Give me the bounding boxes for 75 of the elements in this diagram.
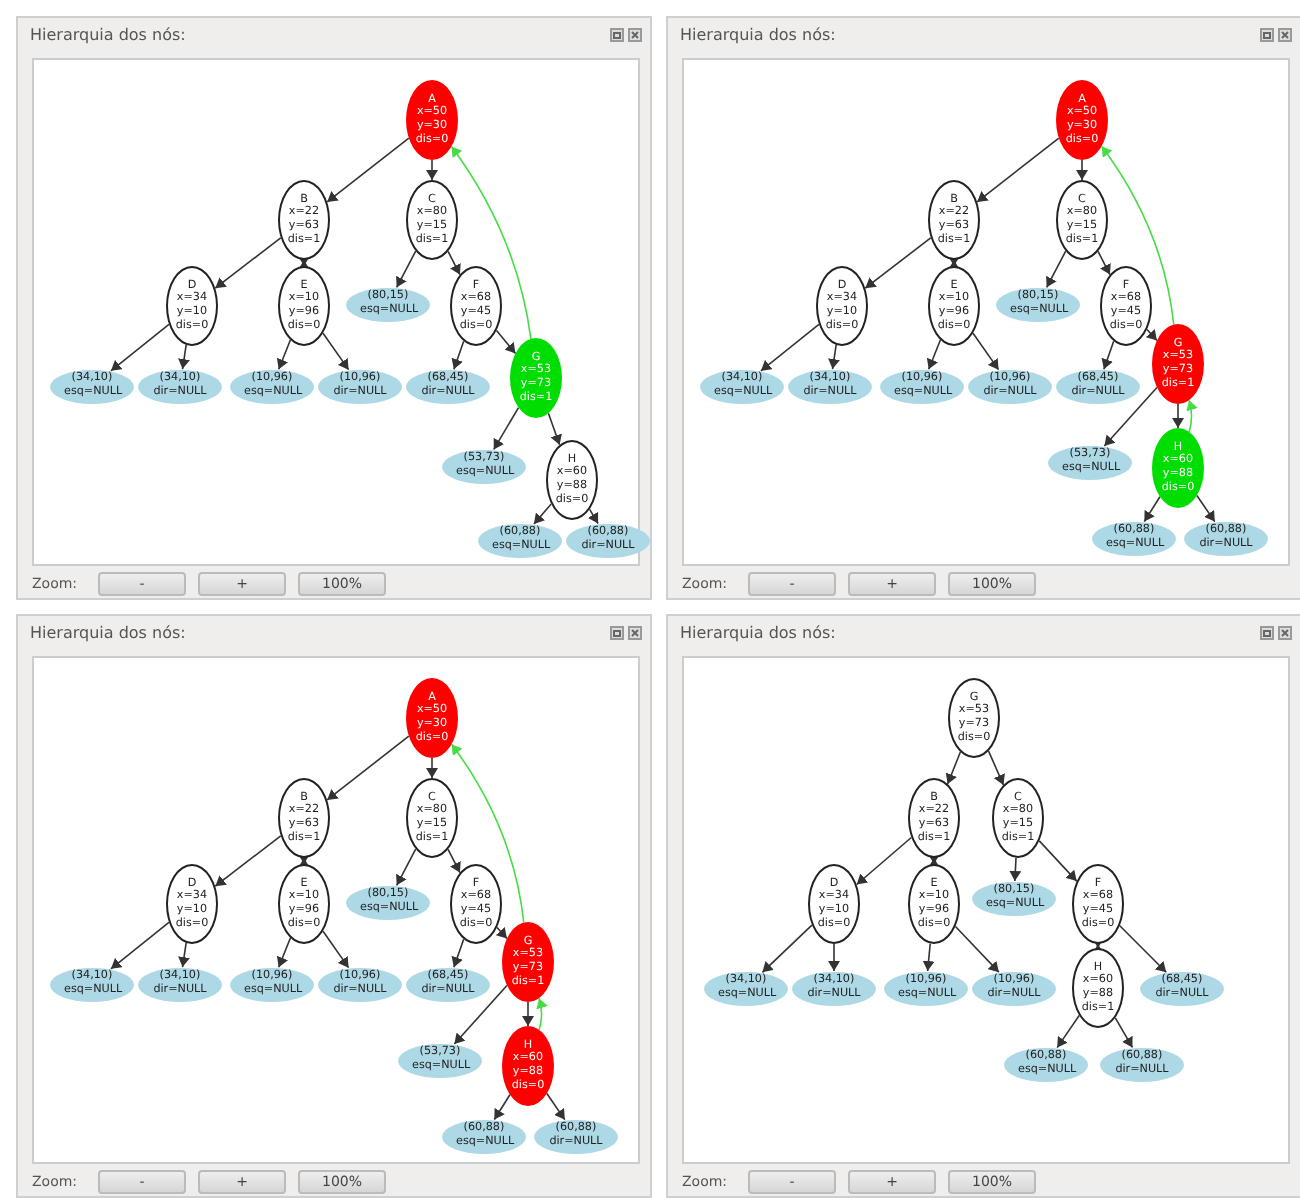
arrow <box>426 159 438 181</box>
arrow <box>828 943 840 972</box>
arrow <box>547 412 562 446</box>
arrow <box>110 323 170 372</box>
arrow <box>1100 145 1175 326</box>
arrow <box>178 344 190 370</box>
arrow <box>1076 159 1088 181</box>
arrow <box>536 997 548 1031</box>
arrow <box>1186 399 1198 433</box>
arrow <box>426 757 438 779</box>
arrow <box>1196 494 1216 523</box>
arrow <box>1009 857 1022 882</box>
panel-title: Hierarquia dos nós: <box>30 26 186 44</box>
window-panel <box>666 16 1300 600</box>
arrow <box>450 743 525 924</box>
arrow <box>1092 938 1104 954</box>
arrow <box>864 237 932 289</box>
panel-title: Hierarquia dos nós: <box>680 624 836 642</box>
arrow <box>1038 840 1078 882</box>
arrow <box>451 938 465 968</box>
arrow <box>972 332 1000 371</box>
arrow <box>926 339 942 371</box>
panel-title: Hierarquia dos nós: <box>680 26 836 44</box>
arrow <box>945 751 962 785</box>
arrow <box>322 332 350 371</box>
arrow <box>298 256 310 270</box>
arrow <box>495 329 517 355</box>
arrow <box>928 854 940 868</box>
arrow <box>447 848 461 874</box>
arrow <box>214 237 282 289</box>
arrow <box>178 942 190 968</box>
arrow <box>450 145 532 340</box>
arrow <box>587 508 599 525</box>
arrow <box>533 503 552 525</box>
window-panel <box>16 16 652 600</box>
arrow <box>976 137 1060 203</box>
arrow <box>522 1001 534 1027</box>
arrow <box>276 339 292 371</box>
arrow <box>1119 925 1168 974</box>
arrow <box>447 250 461 276</box>
arrow <box>322 930 350 969</box>
arrow <box>761 924 813 974</box>
arrow <box>1145 328 1158 342</box>
arrow <box>495 926 508 940</box>
arrow <box>546 1092 566 1121</box>
arrow <box>1045 250 1067 289</box>
arrow <box>1114 1017 1134 1049</box>
arrow <box>326 137 410 203</box>
arrow <box>922 942 935 972</box>
arrow <box>493 1093 511 1121</box>
arrow <box>1172 403 1184 429</box>
window-panel <box>666 614 1300 1198</box>
arrow <box>987 750 1005 786</box>
arrow <box>1101 340 1115 370</box>
window-panel <box>16 614 652 1198</box>
arrow <box>828 344 840 370</box>
arrow <box>1143 495 1161 523</box>
arrow <box>276 937 292 968</box>
arrow <box>214 835 282 887</box>
arrow <box>760 323 820 372</box>
arrow <box>453 984 508 1045</box>
arrow <box>948 256 960 270</box>
arrow <box>110 921 170 970</box>
arrow <box>395 250 417 289</box>
arrow <box>395 848 417 887</box>
arrow <box>492 406 520 451</box>
arrow <box>326 735 410 801</box>
panel-title: Hierarquia dos nós: <box>30 624 186 642</box>
arrow <box>1103 386 1158 447</box>
arrow <box>298 854 310 868</box>
arrow <box>1056 1014 1080 1049</box>
arrow <box>954 925 1000 973</box>
arrow <box>451 340 465 370</box>
arrow <box>1097 250 1111 276</box>
arrow <box>855 836 913 886</box>
